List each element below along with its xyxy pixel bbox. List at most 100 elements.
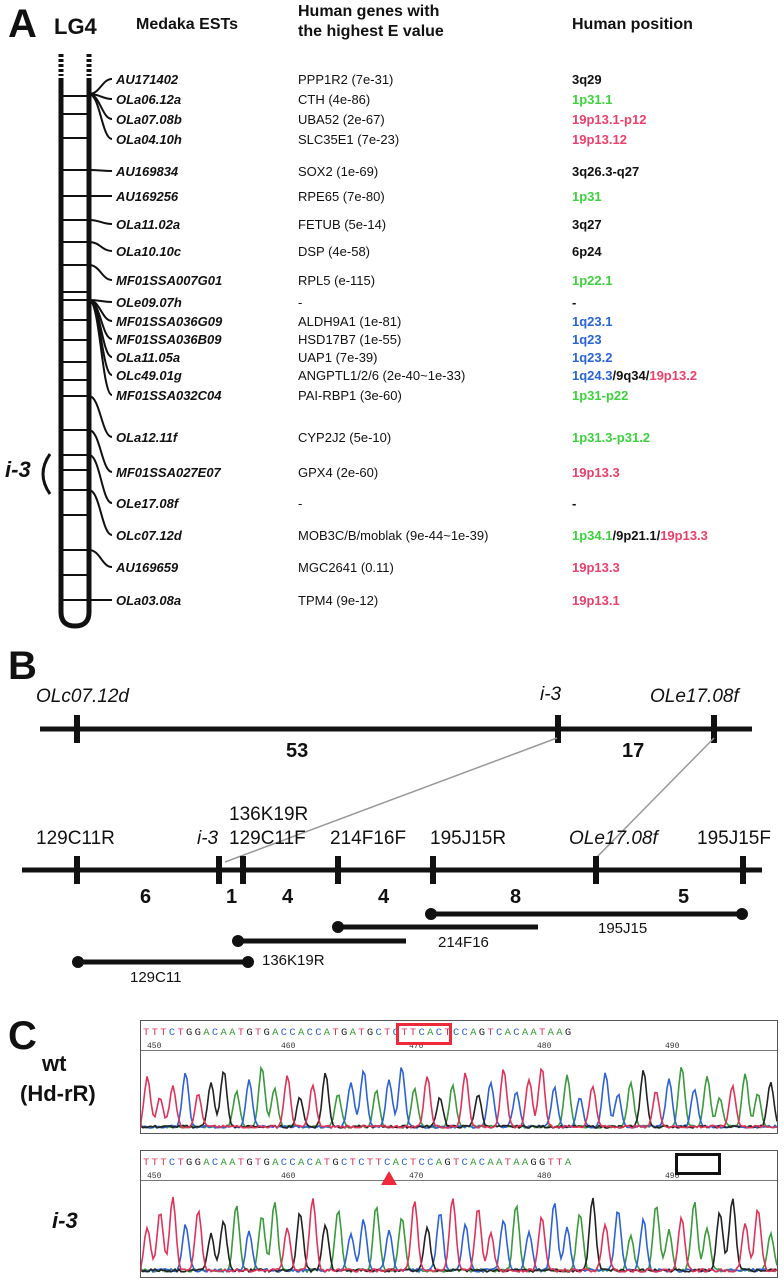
human-gene: - (298, 295, 303, 310)
human-position: - (572, 296, 576, 309)
physical-marker-tick (335, 856, 341, 884)
i3-locus-label: i-3 (5, 457, 31, 482)
base-letter: T (151, 1027, 161, 1039)
human-gene: SOX2 (1e-69) (298, 164, 379, 179)
sequence-mutant: TTTCTGGACAATGTGACCACATGCTCTTCACTCCAGTCAC… (141, 1151, 777, 1181)
est-name: MF01SSA032C04 (116, 388, 222, 403)
base-letter: A (229, 1157, 238, 1169)
physical-marker-label: 129C11R (36, 828, 115, 849)
position-tick: 480 (537, 1172, 552, 1181)
base-letter: C (168, 1157, 178, 1169)
position-segment: 3q26.3-q27 (572, 164, 640, 179)
i3-bracket (41, 453, 52, 495)
human-gene: CYP2J2 (5e-10) (298, 430, 392, 445)
base-letter: A (323, 1027, 333, 1039)
position-tick: 470 (409, 1042, 424, 1051)
base-letter: A (427, 1027, 436, 1039)
base-letter: A (315, 1157, 324, 1169)
est-connector (88, 264, 113, 281)
human-gene: - (298, 496, 303, 511)
est-connector (88, 93, 113, 140)
human-position: - (572, 497, 576, 510)
base-letter: C (384, 1157, 393, 1169)
position-segment: 1q23.2 (572, 350, 613, 365)
est-name: OLa10.10c (116, 244, 182, 259)
est-connector (88, 219, 113, 225)
human-position: 1q24.3/9q34/19p13.2 (572, 369, 697, 382)
est-name: OLe17.08f (116, 496, 179, 511)
physical-marker-tick (74, 856, 80, 884)
est-name: OLe09.07h (116, 295, 182, 310)
human-gene: CTH (4e-86) (298, 92, 371, 107)
human-position: 19p13.12 (572, 133, 627, 146)
base-letter: C (427, 1157, 436, 1169)
chromosome-connectors (88, 78, 113, 602)
header-medaka-ests: Medaka ESTs (136, 16, 238, 33)
base-letter: T (237, 1157, 247, 1169)
position-segment: 19p13.3 (572, 465, 620, 480)
clone-end (425, 908, 437, 920)
est-connector (88, 78, 113, 95)
position-tick: 470 (409, 1172, 424, 1181)
start-codon-box (396, 1023, 452, 1045)
base-letter: G (366, 1027, 376, 1039)
base-letter: G (564, 1027, 574, 1039)
est-connector (88, 395, 113, 438)
physical-marker-label: 195J15R (430, 828, 507, 849)
position-tick: 460 (281, 1172, 296, 1181)
physical-interval: 8 (510, 886, 522, 908)
human-position: 1p34.1/9p21.1/19p13.3 (572, 529, 708, 542)
human-position: 6p24 (572, 245, 602, 258)
human-gene: ALDH9A1 (1e-81) (298, 314, 402, 329)
human-gene: SLC35E1 (7e-23) (298, 132, 400, 147)
position-segment: 1p31-p22 (572, 388, 629, 403)
base-letter: G (246, 1157, 255, 1169)
human-position: 3q29 (572, 73, 602, 86)
human-position: 1q23 (572, 333, 602, 346)
trace-line (141, 1196, 777, 1274)
human-position: 1p22.1 (572, 274, 612, 287)
position-segment: 6p24 (572, 244, 602, 259)
base-letter: A (203, 1027, 212, 1039)
base-letter: A (203, 1157, 212, 1169)
genetic-marker-label: OLe17.08f (650, 686, 739, 707)
est-connector (88, 489, 113, 536)
position-segment: 1p22.1 (572, 273, 613, 288)
position-segment: 1q24.3 (572, 368, 613, 383)
chromatogram-wt: TTTCTGGACAATGTGACCACCATGATGCTCTTCACTCCAG… (140, 1020, 778, 1134)
base-letter: G (246, 1027, 255, 1039)
base-letter: G (478, 1027, 488, 1039)
position-segment: - (572, 295, 577, 310)
clone-end (332, 921, 344, 933)
base-letter: T (547, 1157, 557, 1169)
base-letter: A (564, 1157, 574, 1169)
base-letter: A (521, 1027, 531, 1039)
human-position: 19p13.3 (572, 561, 620, 574)
base-letter: T (323, 1157, 333, 1169)
base-letter: C (418, 1027, 428, 1039)
base-letter: T (384, 1027, 393, 1039)
est-name: OLa03.08a (116, 593, 182, 608)
header-human-genes-2: the highest E value (298, 23, 444, 40)
human-position: 1p31 (572, 190, 602, 203)
genetic-marker-label: OLc07.12d (36, 686, 129, 707)
position-segment: 1p31.1 (572, 92, 613, 107)
base-letter: A (435, 1157, 445, 1169)
est-name: OLc49.01g (116, 368, 182, 383)
base-letter: C (435, 1027, 445, 1039)
base-letter: T (143, 1027, 152, 1039)
clone-label: 214F16 (438, 934, 489, 951)
base-letter: G (444, 1157, 453, 1169)
position-segment: /9q34/ (612, 368, 650, 383)
base-letter: T (254, 1027, 264, 1039)
base-letter: C (461, 1157, 471, 1169)
base-letter: T (444, 1027, 453, 1039)
base-letter: T (366, 1157, 376, 1169)
human-gene: UBA52 (2e-67) (298, 112, 385, 127)
base-letter: T (160, 1157, 169, 1169)
physical-marker-label: OLe17.08f (569, 828, 658, 849)
wt-strain-label: (Hd-rR) (20, 1081, 96, 1106)
position-segment: 19p13.3 (660, 528, 708, 543)
base-letter: T (409, 1027, 419, 1039)
base-letter: G (186, 1157, 195, 1169)
